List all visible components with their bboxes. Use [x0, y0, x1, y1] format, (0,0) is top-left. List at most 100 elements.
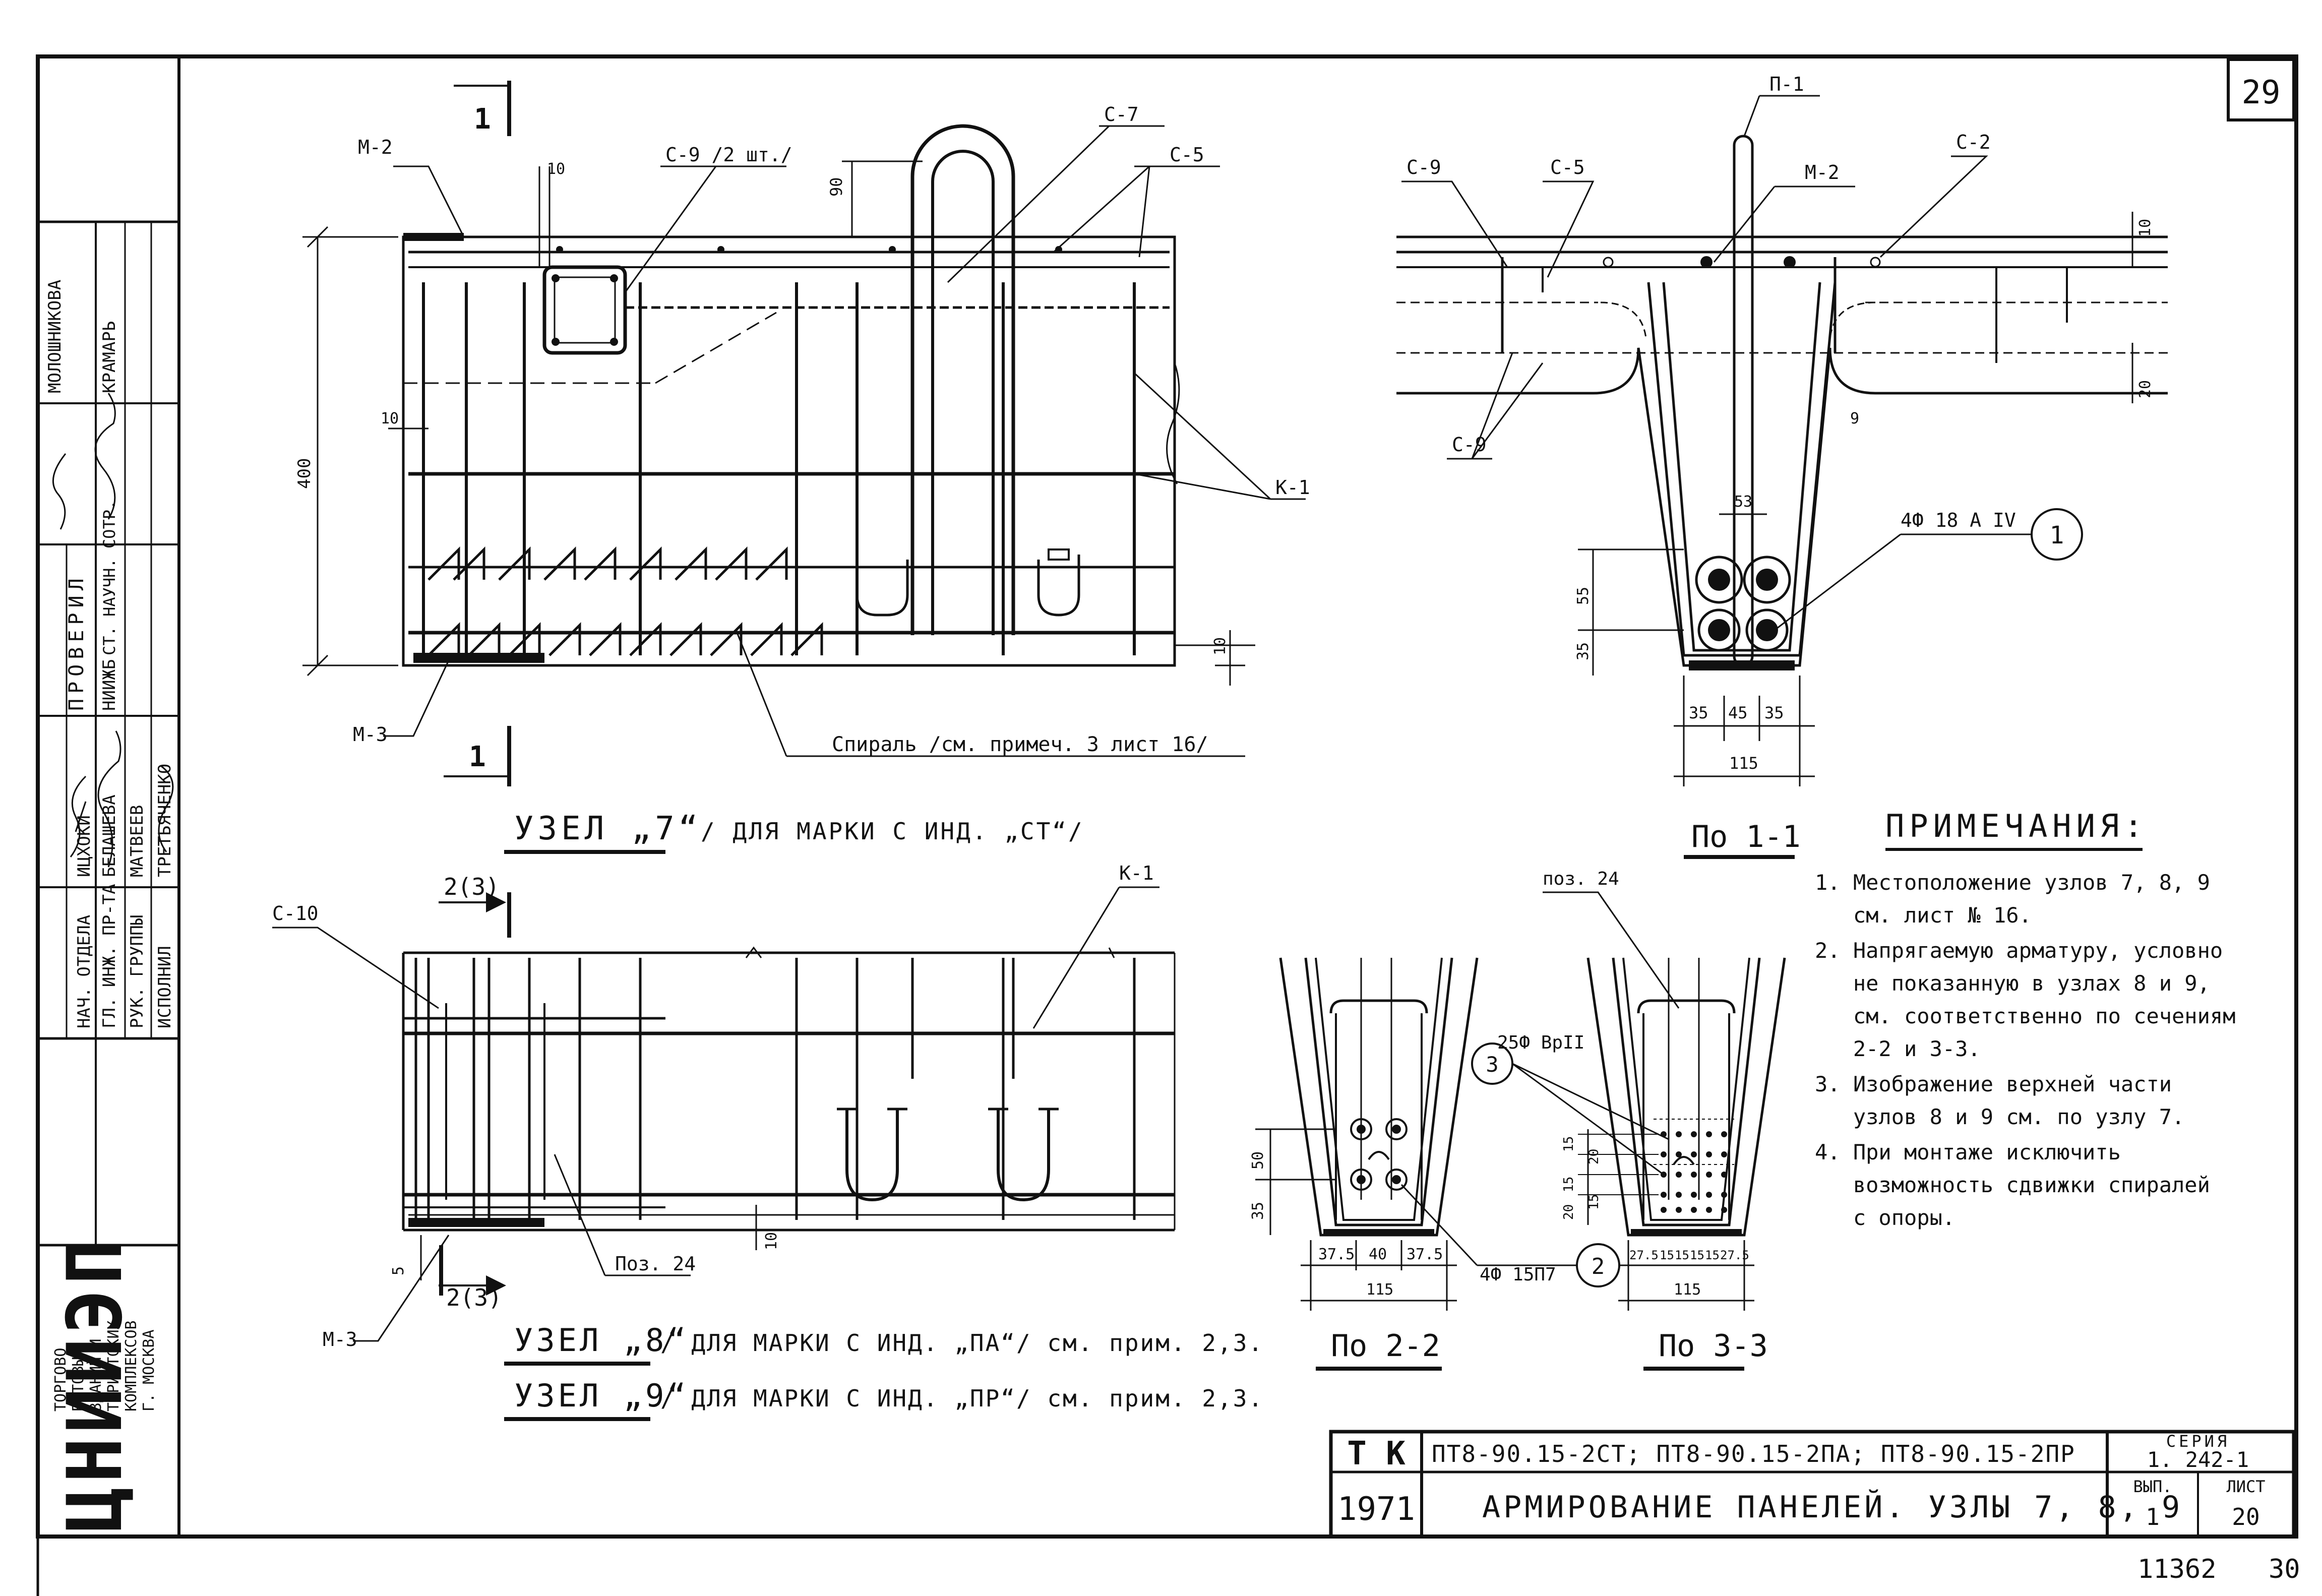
section22-b115: 115 — [1366, 1281, 1393, 1299]
section-3-3: 15 20 15 20 15 27.5 15 15 15 15 27.5 115… — [1471, 869, 1786, 1371]
section33-dim-15a: 15 — [1561, 1136, 1576, 1152]
section11-callout: 1 — [2050, 521, 2064, 549]
section11-p1: П-1 — [1769, 73, 1804, 95]
section33-b15b: 15 — [1675, 1248, 1689, 1262]
org-logo: ЦНИИЭП — [51, 1235, 139, 1532]
node7-label-k1: К-1 — [1275, 476, 1310, 499]
note-line-4: не показанную в узлах 8 и 9, — [1815, 971, 2210, 996]
node8-title: УЗЕЛ „8“ — [514, 1322, 689, 1359]
node7-dim-10c: 10 — [1211, 637, 1229, 655]
section11-dim-10: 10 — [2136, 219, 2154, 237]
section11-c2: С-2 — [1956, 131, 1991, 153]
org-line-5: КОМПЛЕКСОВ — [123, 1320, 140, 1411]
tb-series: 1. 242-1 — [2147, 1447, 2249, 1472]
tb-vyp-label: ВЫП. — [2133, 1477, 2172, 1496]
section33-rebar: 25Ф ВрII — [1497, 1032, 1584, 1053]
section22-b375a: 37.5 — [1318, 1246, 1355, 1263]
node7-label-m3: М-3 — [353, 723, 388, 746]
note-line-1: 1. Местоположение узлов 7, 8, 9 — [1815, 870, 2210, 895]
tb-marks: ПТ8-90.15-2СТ; ПТ8-90.15-2ПА; ПТ8-90.15-… — [1432, 1440, 2075, 1467]
stamp-check-name-2: КРАМАРЬ — [99, 321, 119, 393]
node7-cut-bottom: 1 — [469, 741, 486, 773]
section11-rebar: 4Ф 18 А IV — [1901, 509, 2016, 531]
stamp-role-2: ГЛ. ИНЖ. ПР-ТА — [99, 884, 119, 1028]
tb-list-label: ЛИСТ — [2226, 1477, 2265, 1496]
node7-label-c7: С-7 — [1104, 103, 1139, 126]
signature-5 — [52, 453, 67, 530]
section22-title: По 2-2 — [1331, 1328, 1440, 1364]
section22-b375b: 37.5 — [1407, 1246, 1443, 1263]
section-1-1: 1 4Ф 18 А IV П-1 М-2 С-9 С-5 С-2 С-9 10 … — [1396, 73, 2168, 859]
note-line-7: 3. Изображение верхней части — [1815, 1072, 2172, 1096]
section33-b275a: 27.5 — [1629, 1248, 1659, 1262]
org-line-1: ТОРГОВО — [52, 1348, 70, 1411]
node7-label-spiral: Спираль /см. примеч. 3 лист 16/ — [832, 733, 1208, 756]
stamp-check-role-1: НИИЖБ — [99, 659, 119, 711]
note-line-9: 4. При монтаже исключить — [1815, 1140, 2121, 1164]
section33-wire-grid — [1661, 1131, 1727, 1213]
sheet-number-box: 29 — [2227, 58, 2295, 121]
node89-dim-5: 5 — [390, 1266, 407, 1275]
tb-year: 1971 — [1337, 1491, 1415, 1528]
stamp-checked-label: ПРОВЕРИЛ — [65, 573, 88, 711]
stamp-check-role-2: СТ. НАУЧН. СОТР. — [100, 500, 119, 655]
node7-cut-top: 1 — [474, 103, 491, 136]
node7-dim-10a: 10 — [547, 160, 565, 178]
note-line-5: см. соответственно по сечениям — [1815, 1004, 2235, 1028]
section33-dim-20a: 20 — [1586, 1149, 1602, 1164]
section33-b115: 115 — [1674, 1281, 1701, 1299]
stamp-role-3: РУК. ГРУППЫ — [127, 915, 147, 1028]
node7-title: УЗЕЛ „7“ — [514, 810, 702, 847]
section11-b35b: 35 — [1764, 703, 1784, 722]
node7-drawing: М-2 С-9 /2 шт./ С-7 С-5 К-1 М-3 Спираль … — [294, 81, 1310, 854]
section33-b275b: 27.5 — [1720, 1248, 1749, 1262]
section11-title: По 1-1 — [1691, 819, 1801, 854]
stamp-role-4: ИСПОЛНИЛ — [155, 946, 175, 1028]
note-line-2: см. лист № 16. — [1815, 903, 2032, 928]
section33-dim-20b: 20 — [1561, 1204, 1576, 1220]
section11-dim-35: 35 — [1574, 642, 1592, 660]
footer-inv: 11362 — [2137, 1554, 2217, 1584]
section33-b15d: 15 — [1705, 1248, 1720, 1262]
section-2-2: 50 35 37.5 40 37.5 115 2 4Ф 15П7 По 2-2 — [1249, 957, 1620, 1371]
section33-b15a: 15 — [1660, 1248, 1674, 1262]
stamp-role-1: НАЧ. ОТДЕЛА — [74, 915, 94, 1028]
footer-page: 30 — [2269, 1554, 2300, 1584]
section11-b35a: 35 — [1689, 703, 1708, 722]
section11-c9a: С-9 — [1407, 156, 1441, 178]
node89-drawing: С-10 К-1 М-3 Поз. 24 2(3) 2(3) 10 5 УЗЕЛ… — [272, 862, 1264, 1421]
stamp-check-name-3: МОЛОШНИКОВА — [45, 280, 65, 393]
section33-callout: 3 — [1486, 1052, 1498, 1077]
section11-dim-53: 53 — [1734, 493, 1752, 511]
node9-subtitle: / ДЛЯ МАРКИ С ИНД. „ПР“/ см. прим. 2,3. — [660, 1385, 1264, 1412]
node89-label-c10: С-10 — [272, 902, 319, 925]
signature-2 — [97, 730, 121, 868]
node7-subtitle: / ДЛЯ МАРКИ С ИНД. „СТ“/ — [701, 818, 1084, 845]
note-line-8: узлов 8 и 9 см. по узлу 7. — [1815, 1104, 2184, 1129]
node89-label-k1: К-1 — [1119, 862, 1154, 884]
org-line-6: Г. МОСКВА — [140, 1329, 158, 1411]
section22-callout: 2 — [1592, 1254, 1605, 1279]
node7-dim-400: 400 — [294, 458, 315, 489]
node89-label-pos24: Поз. 24 — [615, 1253, 696, 1275]
side-stamp: НАЧ. ОТДЕЛА ГЛ. ИНЖ. ПР-ТА РУК. ГРУППЫ И… — [38, 220, 179, 1532]
tb-list: 20 — [2232, 1503, 2259, 1530]
node7-label-m2: М-2 — [358, 136, 393, 158]
section22-b40: 40 — [1369, 1246, 1387, 1263]
stamp-name-4: ТРЕТЬЯЧЕНКО — [155, 764, 175, 877]
tb-series-label: СЕРИЯ — [2166, 1432, 2230, 1451]
section11-dim-20: 20 — [2136, 380, 2154, 398]
node7-dim-10b: 10 — [381, 410, 399, 427]
node89-dim-10: 10 — [763, 1232, 780, 1250]
node89-cut-top: 2(3) — [444, 873, 500, 900]
section22-dim-35: 35 — [1249, 1202, 1267, 1220]
section11-dim-55: 55 — [1574, 587, 1592, 605]
tb-title: АРМИРОВАНИЕ ПАНЕЛЕЙ. УЗЛЫ 7, 8, 9 — [1482, 1489, 2183, 1525]
node89-cut-bottom: 2(3) — [446, 1284, 502, 1311]
section11-c9b: С-9 — [1452, 434, 1487, 456]
section22-dim-50: 50 — [1249, 1151, 1267, 1170]
signature-1 — [70, 775, 87, 857]
section11-b115: 115 — [1729, 754, 1758, 773]
node9-title: УЗЕЛ „9“ — [514, 1377, 689, 1414]
